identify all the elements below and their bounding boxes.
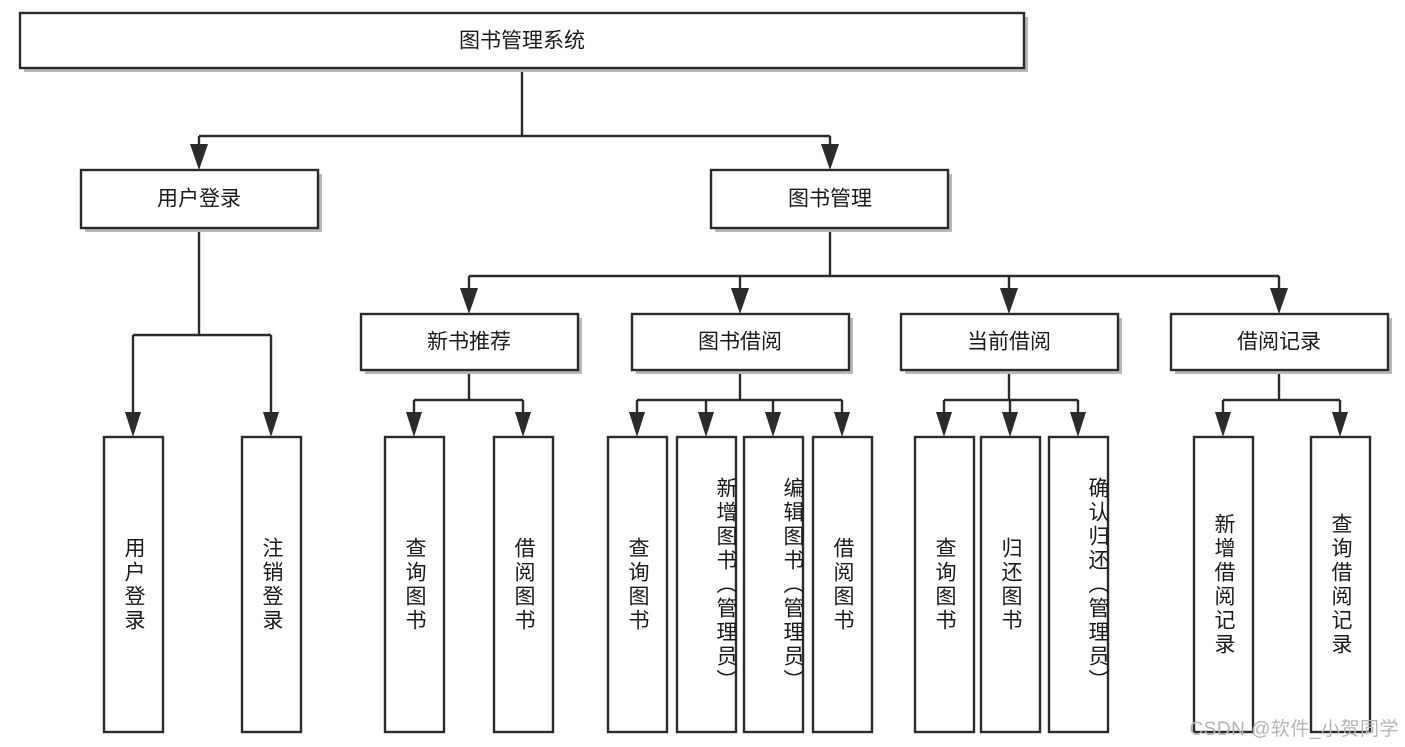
leaf-box-bb-edit[interactable]	[742, 435, 805, 734]
arrowhead-current-borrow	[1000, 288, 1018, 314]
leaf-box-bb-query[interactable]	[606, 435, 669, 734]
arrowhead-leaf-bb-borrow	[834, 412, 850, 437]
leaf-boxes	[102, 435, 1372, 734]
arrowhead-group	[125, 144, 1348, 437]
arrowhead-leaf-cb-query	[936, 412, 952, 437]
arrowhead-leaf-br-add	[1215, 412, 1231, 437]
leaf-box-logout[interactable]	[240, 435, 303, 734]
label-root: 图书管理系统	[459, 30, 585, 53]
arrowhead-leaf-cb-confirm	[1070, 412, 1086, 437]
arrowhead-book-manage	[821, 144, 839, 170]
leaf-box-cb-query[interactable]	[913, 435, 976, 734]
arrowhead-book-borrow	[731, 288, 749, 314]
arrowhead-new-book	[460, 288, 478, 314]
watermark-text: CSDN @软件_小贺同学	[1189, 719, 1399, 740]
arrowhead-leaf-bb-query	[629, 412, 645, 437]
label-borrow-record: 借阅记录	[1237, 331, 1321, 354]
leaf-box-br-add[interactable]	[1192, 435, 1255, 734]
arrowhead-leaf-bb-add	[698, 412, 714, 437]
node-new-book-box[interactable]	[359, 312, 580, 372]
arrowhead-leaf-nb-borrow	[515, 412, 531, 437]
arrowhead-leaf-bb-edit	[765, 412, 781, 437]
node-book-borrow-box[interactable]	[630, 312, 851, 372]
label-book-borrow: 图书借阅	[698, 331, 782, 354]
label-user-login: 用户登录	[157, 188, 241, 211]
node-borrow-record-box[interactable]	[1169, 312, 1390, 372]
arrowhead-leaf-logout	[263, 412, 279, 437]
node-book-manage-box[interactable]	[709, 168, 950, 230]
arrowhead-leaf-user-login	[125, 412, 141, 437]
node-book-borrow[interactable]	[630, 312, 853, 374]
leaf-box-cb-return[interactable]	[979, 435, 1042, 734]
label-book-manage: 图书管理	[788, 188, 872, 211]
node-book-manage[interactable]	[709, 168, 952, 232]
arrowhead-leaf-nb-query	[406, 412, 422, 437]
node-current-borrow-box[interactable]	[899, 312, 1120, 372]
node-borrow-record[interactable]	[1169, 312, 1392, 374]
node-user-login[interactable]	[79, 168, 322, 232]
node-current-borrow[interactable]	[899, 312, 1122, 374]
leaf-box-br-query[interactable]	[1309, 435, 1372, 734]
leaf-box-bb-borrow[interactable]	[811, 435, 874, 734]
node-root-box[interactable]	[18, 11, 1026, 70]
node-root[interactable]	[18, 11, 1028, 72]
arrowhead-borrow-record	[1270, 288, 1288, 314]
label-new-book: 新书推荐	[427, 331, 511, 354]
arrowhead-leaf-br-query	[1332, 412, 1348, 437]
leaf-box-bb-add[interactable]	[675, 435, 738, 734]
leaf-box-user-login[interactable]	[102, 435, 165, 734]
leaf-box-cb-confirm[interactable]	[1047, 435, 1110, 734]
node-new-book[interactable]	[359, 312, 582, 374]
leaf-box-nb-query[interactable]	[383, 435, 446, 734]
arrowhead-user-login	[190, 144, 208, 170]
label-current-borrow: 当前借阅	[967, 331, 1051, 354]
leaf-box-nb-borrow[interactable]	[492, 435, 555, 734]
node-user-login-box[interactable]	[79, 168, 320, 230]
arrowhead-leaf-cb-return	[1002, 412, 1018, 437]
